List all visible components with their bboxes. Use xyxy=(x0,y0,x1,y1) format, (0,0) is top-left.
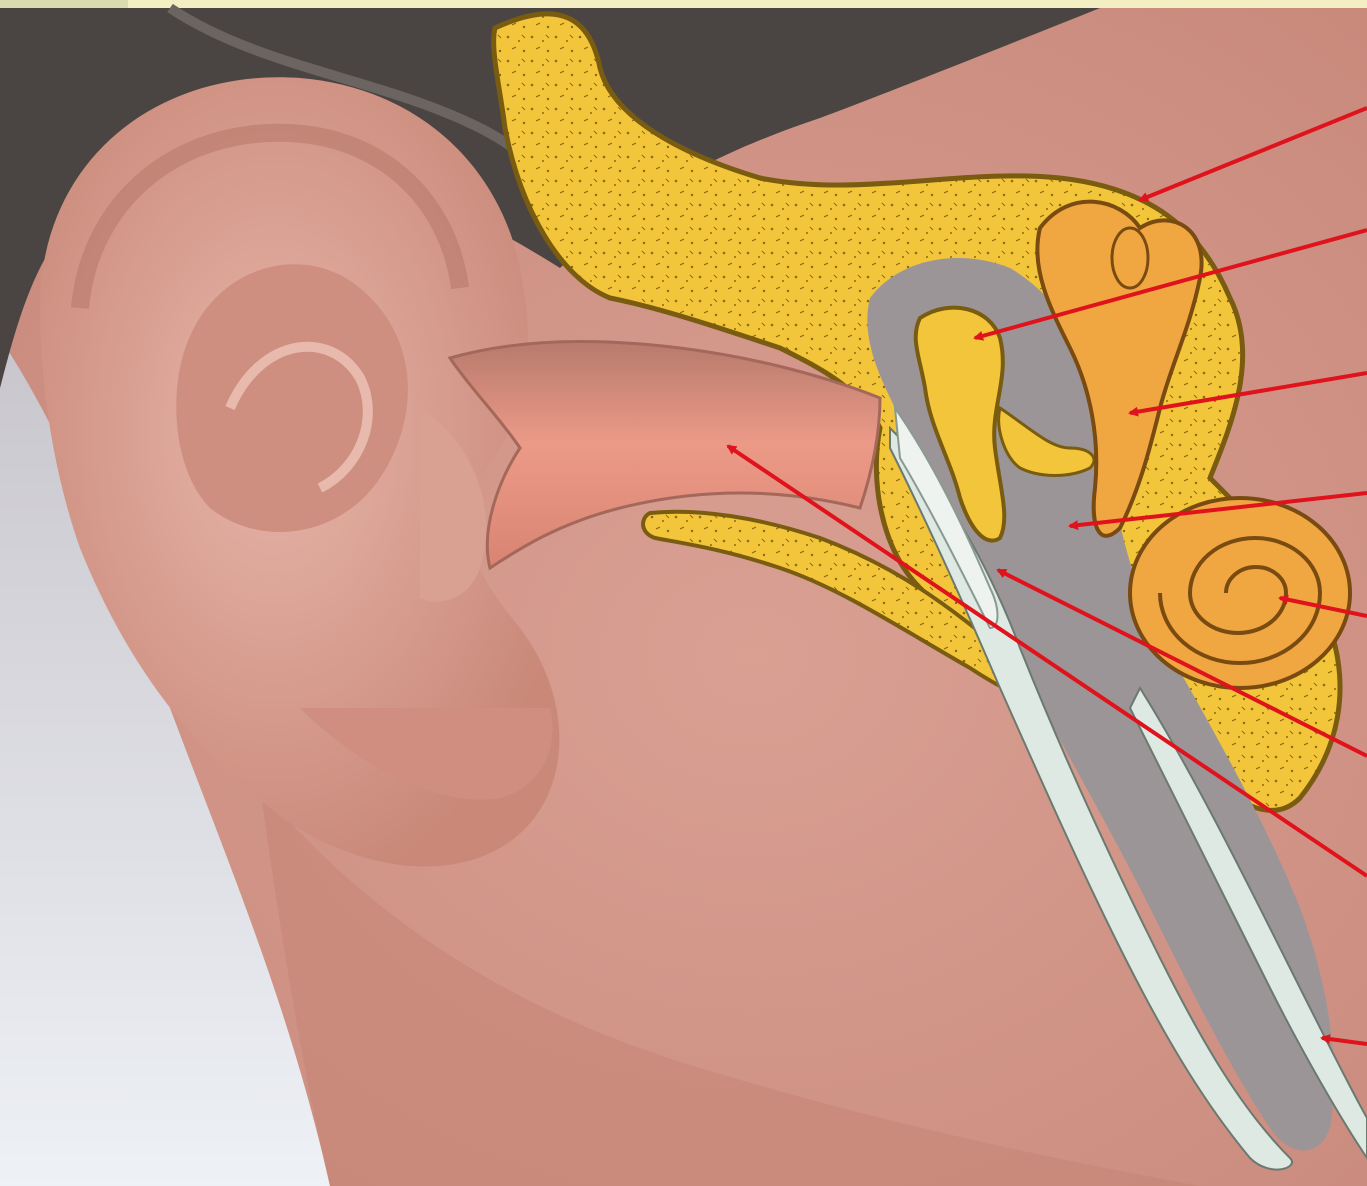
cochlea xyxy=(1130,498,1350,688)
photo xyxy=(0,8,1367,1186)
cochlea-outer xyxy=(1130,498,1350,688)
frame-tab xyxy=(0,0,128,8)
